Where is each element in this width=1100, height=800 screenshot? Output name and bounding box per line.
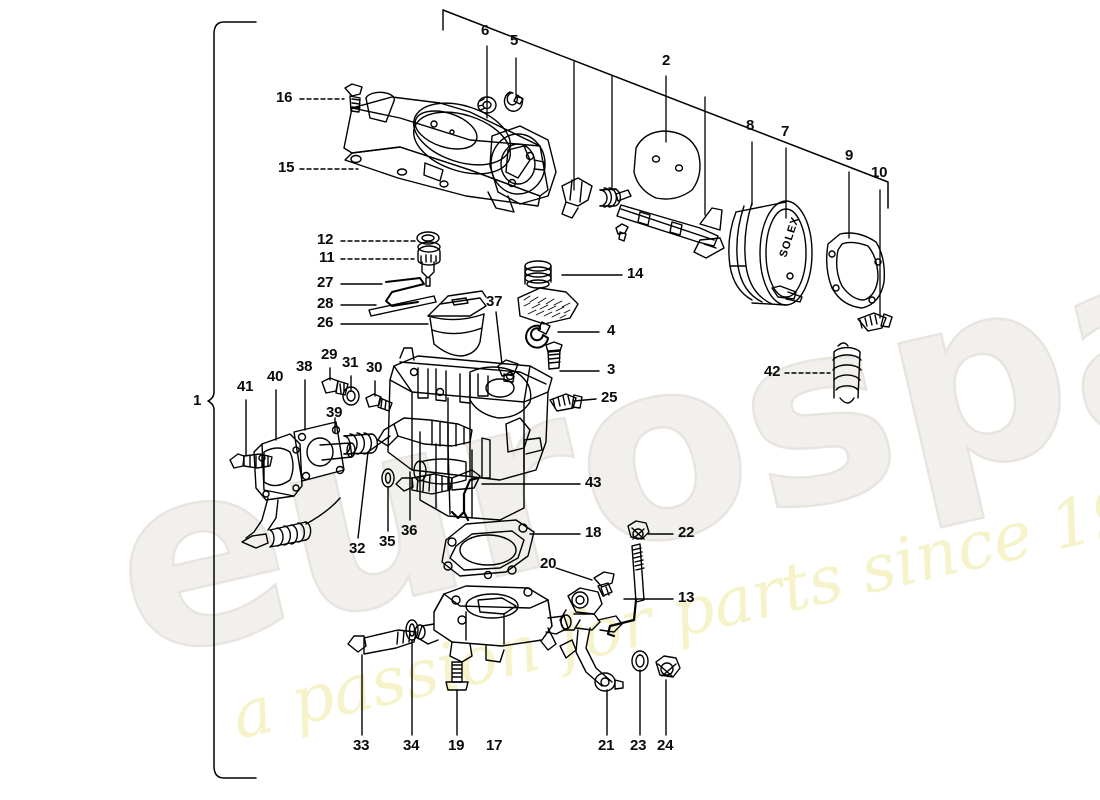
callout-16[interactable]: 16 xyxy=(276,89,293,106)
leader-32 xyxy=(357,435,391,539)
part-16-screw xyxy=(299,83,363,113)
part-screw-small-b xyxy=(615,223,629,242)
part-28-rod xyxy=(340,295,437,317)
assembly-bracket xyxy=(207,21,257,779)
callout-35[interactable]: 35 xyxy=(379,533,396,550)
part-return-spring-left xyxy=(241,497,341,549)
part-3-bolt xyxy=(545,341,600,372)
callout-42[interactable]: 42 xyxy=(764,363,781,380)
callout-37[interactable]: 37 xyxy=(486,293,503,310)
top-rail xyxy=(442,9,889,209)
part-30-screw xyxy=(365,380,393,412)
part-10-screw xyxy=(857,312,893,332)
part-31-washer xyxy=(342,375,360,406)
part-36-adjusting-screw xyxy=(395,469,481,521)
part-7-vacuum-unit: SOLEX xyxy=(728,200,813,306)
callout-10[interactable]: 10 xyxy=(871,164,888,181)
part-14-bushing xyxy=(524,260,623,289)
part-20-bolt xyxy=(555,567,615,597)
callout-38[interactable]: 38 xyxy=(296,358,313,375)
callout-39[interactable]: 39 xyxy=(326,404,343,421)
part-43-fuel-pipe xyxy=(450,476,581,522)
part-spring-small-a xyxy=(599,187,632,208)
part-17-lower-body xyxy=(414,585,572,663)
callout-36[interactable]: 36 xyxy=(401,522,418,539)
part-21-throttle-lever xyxy=(559,587,624,736)
callout-41[interactable]: 41 xyxy=(237,378,254,395)
callout-13[interactable]: 13 xyxy=(678,589,695,606)
part-25-screw xyxy=(549,393,597,412)
callout-7[interactable]: 7 xyxy=(781,123,790,140)
part-34-o-ring xyxy=(405,619,419,736)
part-22-nut xyxy=(627,520,674,540)
part-42-return-spring xyxy=(784,342,862,404)
part-39-spring xyxy=(334,417,379,455)
callout-5[interactable]: 5 xyxy=(510,32,519,49)
part-41-screw xyxy=(229,399,273,469)
callout-25[interactable]: 25 xyxy=(601,389,618,406)
part-13-throttle-rod xyxy=(606,543,674,638)
callout-27[interactable]: 27 xyxy=(317,274,334,291)
callout-30[interactable]: 30 xyxy=(366,359,383,376)
callout-19[interactable]: 19 xyxy=(448,737,465,754)
callout-8[interactable]: 8 xyxy=(746,117,755,134)
part-23-washer xyxy=(631,650,649,736)
part-33-long-screw xyxy=(347,629,417,736)
callout-26[interactable]: 26 xyxy=(317,314,334,331)
part-throttle-shaft xyxy=(616,204,725,259)
part-40-pump-housing xyxy=(245,389,303,539)
callout-24[interactable]: 24 xyxy=(657,737,674,754)
callout-33[interactable]: 33 xyxy=(353,737,370,754)
callout-12[interactable]: 12 xyxy=(317,231,334,248)
callout-34[interactable]: 34 xyxy=(403,737,420,754)
callout-18[interactable]: 18 xyxy=(585,524,602,541)
part-2-diaphragm-plate xyxy=(633,130,701,200)
part-26-float xyxy=(340,290,487,357)
callout-11[interactable]: 11 xyxy=(319,249,335,266)
callout-6[interactable]: 6 xyxy=(481,22,490,39)
callout-43[interactable]: 43 xyxy=(585,474,602,491)
callout-2[interactable]: 2 xyxy=(662,52,671,69)
callout-15[interactable]: 15 xyxy=(278,159,295,176)
callout-4[interactable]: 4 xyxy=(607,322,616,339)
part-9-gasket-ring xyxy=(825,232,886,309)
part-18-flange-gasket xyxy=(441,519,581,580)
callout-14[interactable]: 14 xyxy=(627,265,644,282)
callout-stems-upper xyxy=(486,45,881,319)
part-11-jet xyxy=(340,241,441,287)
solex-brand-text: SOLEX xyxy=(777,215,801,259)
callout-17[interactable]: 17 xyxy=(486,737,503,754)
callout-32[interactable]: 32 xyxy=(349,540,366,557)
part-12-seal-washer xyxy=(340,231,440,245)
callout-1[interactable]: 1 xyxy=(193,392,202,409)
callout-23[interactable]: 23 xyxy=(630,737,647,754)
callout-3[interactable]: 3 xyxy=(607,361,616,378)
part-19-bolt xyxy=(445,661,469,736)
part-35-o-ring xyxy=(381,468,395,532)
part-4-clip xyxy=(525,321,600,349)
part-5-clip xyxy=(503,91,524,112)
callout-20[interactable]: 20 xyxy=(540,555,557,572)
callout-40[interactable]: 40 xyxy=(267,368,284,385)
part-linkage-bracket-a xyxy=(561,177,593,219)
callout-21[interactable]: 21 xyxy=(598,737,615,754)
part-15-throttle-body xyxy=(299,91,557,213)
callout-31[interactable]: 31 xyxy=(342,354,359,371)
part-gasket-kit xyxy=(517,287,579,325)
carburetor-main-body xyxy=(377,347,553,521)
callout-9[interactable]: 9 xyxy=(845,147,854,164)
part-24-nut xyxy=(655,655,681,736)
part-29-screw xyxy=(321,367,349,396)
part-6-washer xyxy=(477,96,497,114)
callout-28[interactable]: 28 xyxy=(317,295,334,312)
part-38-mounting-plate xyxy=(293,379,356,482)
callout-22[interactable]: 22 xyxy=(678,524,695,541)
part-27-wire-clip xyxy=(340,277,425,307)
callout-29[interactable]: 29 xyxy=(321,346,338,363)
